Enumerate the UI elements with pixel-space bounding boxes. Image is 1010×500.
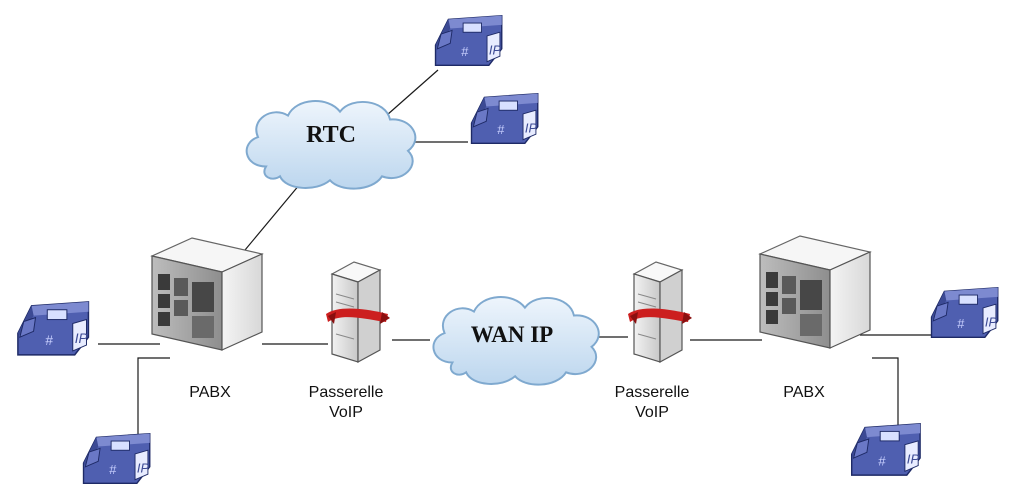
pabx-left-server-icon (151, 237, 263, 351)
link-phone-bottom-pabx (137, 357, 170, 442)
wan-ip-cloud-label: WAN IP (470, 322, 554, 347)
gateway-left-label-line1: Passerelle (308, 384, 384, 401)
ip-phone-left-icon (17, 301, 90, 356)
link-pabx-phone-bottom-right (872, 357, 899, 432)
gateway-left-label-line2: VoIP (329, 404, 363, 421)
voip-gateway-left-icon (325, 261, 391, 363)
link-rtc-pabx (234, 177, 306, 263)
connection-lines (98, 69, 932, 442)
ip-phone-bottom-right-icon (850, 423, 921, 476)
pabx-right-label: PABX (783, 384, 825, 401)
ip-phone-right-icon (930, 286, 999, 339)
ip-phone-rtc-icon (470, 92, 539, 145)
gateway-right-label-line1: Passerelle (614, 384, 690, 401)
link-rtc-phone-top (386, 69, 439, 116)
gateway-right-label-line2: VoIP (635, 404, 669, 421)
voip-gateway-right-icon (627, 261, 693, 363)
ip-phone-bottom-left-icon (82, 432, 151, 485)
pabx-left-label: PABX (189, 384, 231, 401)
rtc-cloud-label: RTC (306, 122, 356, 148)
ip-phone-top-icon (434, 14, 503, 67)
gateway-right-label: Passerelle VoIP (604, 383, 700, 423)
pabx-right-server-icon (759, 235, 871, 349)
gateway-left-label: Passerelle VoIP (298, 383, 394, 423)
